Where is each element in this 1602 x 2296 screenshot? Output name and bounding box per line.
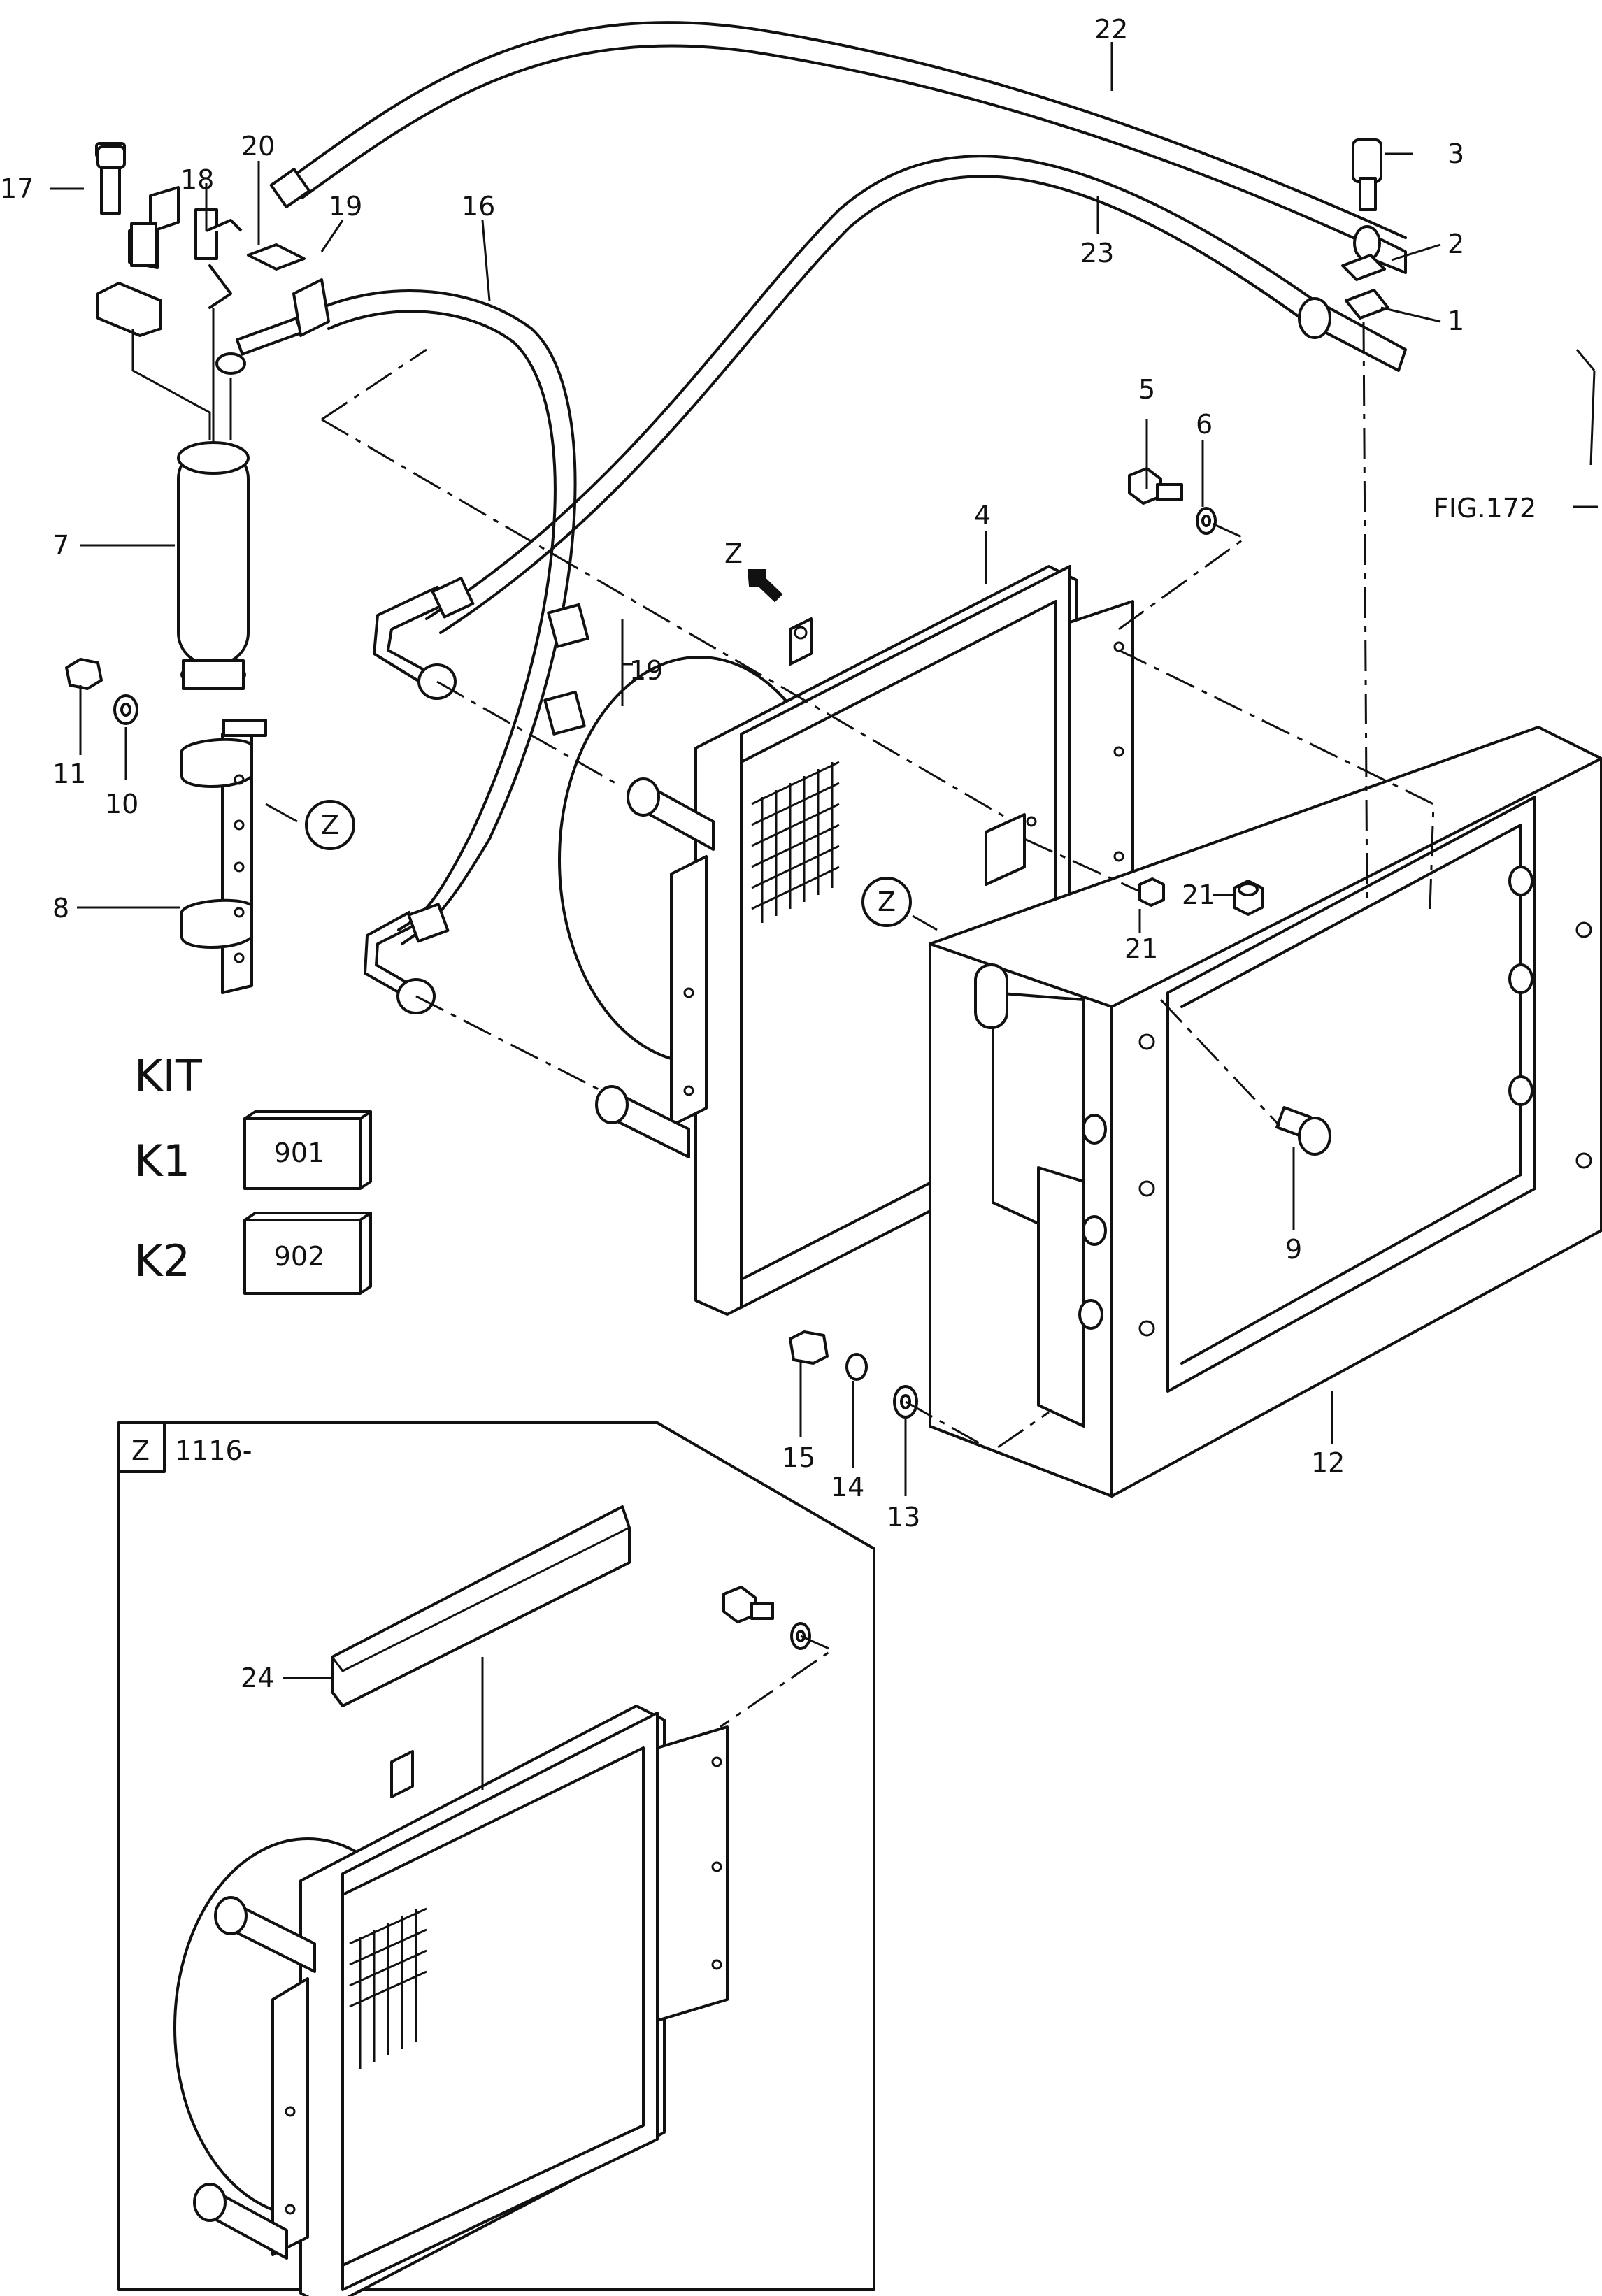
z-circle-2-label: Z xyxy=(878,887,896,917)
kit-heading: KIT xyxy=(134,1050,203,1101)
receiver-dryer xyxy=(177,441,250,690)
callout-21b: 21 xyxy=(1182,880,1215,910)
kit-k1-label: K1 xyxy=(134,1135,190,1186)
z-circle-1-label: Z xyxy=(321,810,339,840)
z-circle-2 xyxy=(861,877,912,927)
callout-17: 17 xyxy=(0,173,34,204)
kit-k2-label: K2 xyxy=(134,1235,190,1286)
callout-19a: 19 xyxy=(329,191,362,222)
hose-clamp-19 xyxy=(543,603,589,736)
detail-z-condenser xyxy=(173,1505,835,2296)
kit-k2-number: 902 xyxy=(274,1241,325,1272)
callout-22: 22 xyxy=(1094,14,1128,45)
callout-2: 2 xyxy=(1447,229,1464,259)
kit-k1-number: 901 xyxy=(274,1138,325,1168)
leader-lines xyxy=(50,42,1598,1496)
callout-13: 13 xyxy=(887,1502,920,1533)
callout-5: 5 xyxy=(1138,374,1155,405)
kit-legend: KIT K1 K2 901 902 xyxy=(134,1050,324,1286)
detail-caption: 1116- xyxy=(175,1435,252,1466)
pressure-switch-assembly xyxy=(95,142,330,447)
view-arrow-icon xyxy=(747,569,783,603)
callout-21a: 21 xyxy=(1124,933,1158,964)
view-arrow-label: Z xyxy=(724,538,743,569)
kit-box-k2 xyxy=(243,1212,372,1295)
detail-header: Z 1116- xyxy=(131,1435,252,1466)
callout-15: 15 xyxy=(782,1442,815,1473)
detail-marker: Z xyxy=(131,1435,150,1466)
callout-24: 24 xyxy=(241,1663,274,1693)
hose-fittings xyxy=(269,167,475,1014)
callout-8: 8 xyxy=(52,893,69,924)
callout-23: 23 xyxy=(1080,238,1114,268)
figure-reference: FIG.172 xyxy=(1433,493,1536,524)
callout-12: 12 xyxy=(1311,1447,1345,1478)
callout-1: 1 xyxy=(1447,306,1464,336)
callout-3: 3 xyxy=(1447,138,1464,169)
callout-6: 6 xyxy=(1196,409,1213,440)
callout-20: 20 xyxy=(241,131,275,162)
kit-box-k1 xyxy=(243,1110,372,1190)
z-circle-1 xyxy=(305,800,355,850)
callout-labels: 17 18 20 19 16 22 23 3 2 1 FIG.172 5 6 4… xyxy=(0,14,1536,1693)
hose-ends-fig172 xyxy=(1298,225,1407,372)
hose-16 xyxy=(320,289,577,945)
callout-4: 4 xyxy=(974,500,991,531)
callout-10: 10 xyxy=(105,789,138,819)
callout-18: 18 xyxy=(180,164,214,195)
hose-22 xyxy=(289,21,1407,260)
callout-19b: 19 xyxy=(629,655,663,686)
callout-9: 9 xyxy=(1285,1234,1302,1265)
bracket-8 xyxy=(180,719,267,994)
nut-11-washer-10 xyxy=(65,658,138,725)
callout-14: 14 xyxy=(831,1472,864,1502)
frame-12 xyxy=(929,726,1602,1498)
hose-23 xyxy=(425,155,1316,634)
callout-7: 7 xyxy=(52,530,69,561)
assembly-center-lines xyxy=(321,321,1435,1452)
small-fasteners xyxy=(96,138,1389,1419)
callout-16: 16 xyxy=(462,191,495,222)
callout-11: 11 xyxy=(52,759,86,789)
